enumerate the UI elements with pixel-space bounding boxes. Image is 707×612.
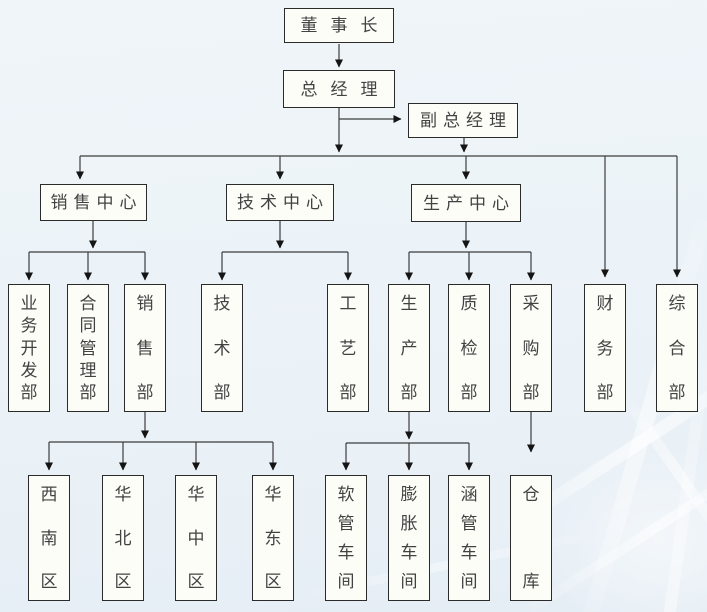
node-label: 业务开发部 [20,294,38,402]
node-process-dept: 工艺部 [327,284,369,412]
node-label: 总经理 [300,79,391,99]
node-label: 膨胀车间 [400,485,418,591]
node-business-dev-dept: 业务开发部 [8,284,50,412]
node-deputy-general-manager: 副总经理 [408,103,518,138]
node-label: 销售部 [136,294,154,402]
node-label: 西南区 [40,485,58,591]
node-label: 华中区 [187,485,205,591]
node-label: 华东区 [264,485,282,591]
node-east-china-region: 华东区 [252,475,294,601]
node-central-china-region: 华中区 [175,475,217,601]
node-label: 董事长 [300,16,391,35]
node-label: 生产部 [400,294,418,402]
node-label: 软管车间 [337,485,355,591]
node-production-center: 生产中心 [411,184,521,222]
node-general-affairs-dept: 综合部 [656,284,698,412]
node-label: 仓库 [522,485,540,591]
node-quality-dept: 质检部 [448,284,490,412]
node-label: 技术中心 [237,193,329,212]
node-production-dept: 生产部 [388,284,430,412]
node-label: 综合部 [668,294,686,402]
node-general-manager: 总经理 [283,70,395,108]
node-label: 财务部 [596,294,614,402]
node-label: 销售中心 [50,193,143,212]
node-sales-dept: 销售部 [124,284,166,412]
node-label: 采购部 [522,294,540,402]
node-label: 质检部 [460,294,478,402]
node-label: 技术部 [213,294,231,402]
node-warehouse: 仓库 [510,475,552,601]
node-label: 副总经理 [420,111,512,130]
node-culvert-workshop: 涵管车间 [448,475,490,601]
node-sales-center: 销售中心 [40,184,147,221]
node-purchasing-dept: 采购部 [510,284,552,412]
node-southwest-region: 西南区 [28,475,70,601]
node-expansion-workshop: 膨胀车间 [388,475,430,601]
node-label: 华北区 [114,485,132,591]
node-finance-dept: 财务部 [584,284,626,412]
node-label: 生产中心 [423,193,515,213]
node-tech-dept: 技术部 [201,284,243,412]
node-hose-workshop: 软管车间 [325,475,367,601]
node-label: 工艺部 [339,294,357,402]
node-label: 合同管理部 [79,294,97,402]
node-label: 涵管车间 [460,485,478,591]
node-tech-center: 技术中心 [226,184,334,221]
node-north-china-region: 华北区 [102,475,144,601]
node-contract-mgmt-dept: 合同管理部 [67,284,109,412]
node-chairman: 董事长 [284,8,394,43]
